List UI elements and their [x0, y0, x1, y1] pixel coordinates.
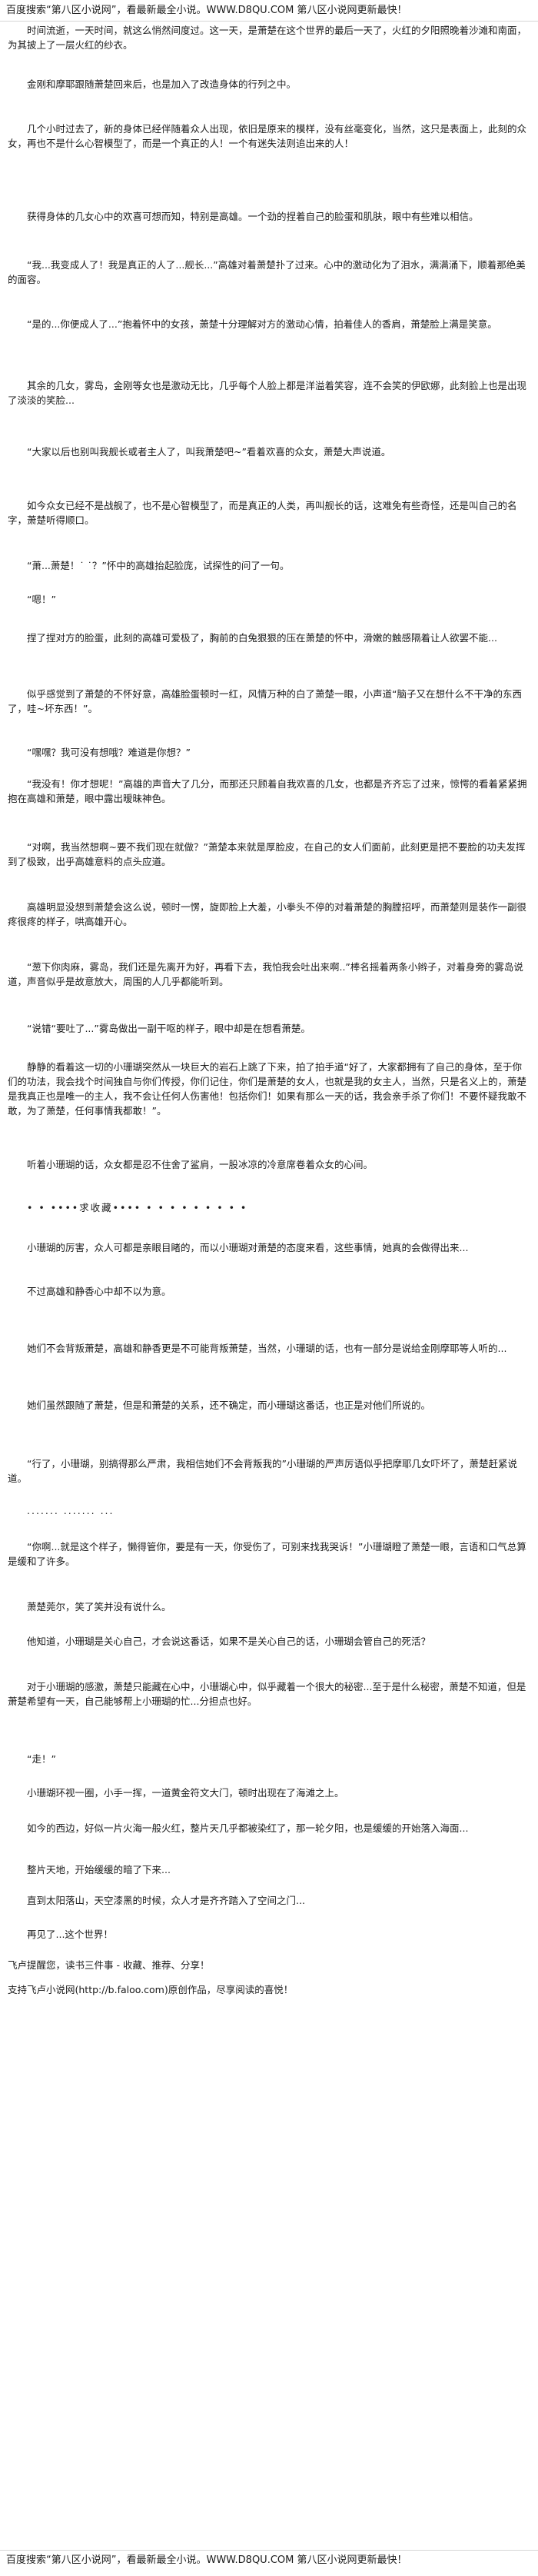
chapter-paragraph: 萧楚莞尔，笑了笑并没有说什么。	[27, 1601, 171, 1612]
chapter-paragraph: “葱下你肉麻，雾岛，我们还是先离开为好，再看下去，我怕我会吐出来啊..”棒名摇着…	[8, 961, 523, 987]
chapter-paragraph: “嗯！”	[27, 594, 56, 605]
chapter-paragraph: “大家以后也别叫我舰长或者主人了，叫我萧楚吧~”看着欢喜的众女，萧楚大声说道。	[27, 446, 391, 458]
chapter-paragraph: “我...我变成人了！我是真正的人了...舰长...”高雄对着萧楚扑了过来。心中…	[8, 259, 526, 285]
chapter-paragraph: 静静的看着这一切的小珊瑚突然从一块巨大的岩石上跳了下来，拍了拍手道“好了，大家都…	[8, 1061, 527, 1117]
chapter-paragraph: ....... ....... ...	[27, 1505, 115, 1516]
chapter-paragraph: “我没有！你才想呢！”高雄的声音大了几分，而那还只顾着自我欢喜的几女，也都是齐齐…	[8, 778, 527, 804]
chapter-paragraph: 获得身体的几女心中的欢喜可想而知，特别是高雄。一个劲的捏着自己的脸蛋和肌肤，眼中…	[27, 211, 479, 222]
chapter-paragraph: “说错“要吐了...”雾岛做出一副干呕的样子，眼中却是在想看萧楚。	[27, 1023, 311, 1034]
chapter-body: 时间流逝，一天时间，就这么悄然间度过。这一天，是萧楚在这个世界的最后一天了，火红…	[0, 23, 538, 2547]
chapter-paragraph: “是的...你便成人了...”抱着怀中的女孩，萧楚十分理解对方的激动心情，拍着佳…	[27, 318, 497, 330]
chapter-paragraph: 捏了捏对方的脸蛋，此刻的高雄可爱极了，胸前的白兔狠狠的压在萧楚的怀中，滑嫩的触感…	[27, 632, 497, 644]
site-header-banner: 百度搜索“第八区小说网”，看最新最全小说。WWW.D8QU.COM 第八区小说网…	[6, 5, 407, 16]
chapter-paragraph: 高雄明显没想到萧楚会这么说，顿时一愣，旋即脸上大羞，小拳头不停的对着萧楚的胸膛招…	[8, 901, 527, 927]
chapter-paragraph: “嘿嘿？我可没有想哦？难道是你想？”	[27, 747, 191, 758]
chapter-paragraph: 时间流逝，一天时间，就这么悄然间度过。这一天，是萧楚在这个世界的最后一天了，火红…	[8, 25, 527, 51]
chapter-paragraph: “你啊...就是这个样子，懒得管你，要是有一天，你受伤了，可别来找我哭诉！”小珊…	[8, 1541, 526, 1567]
chapter-paragraph: 金刚和摩耶跟随萧楚回来后，也是加入了改造身体的行列之中。	[27, 78, 297, 90]
chapter-paragraph: 如今众女已经不是战舰了，也不是心智模型了，而是真正的人类，再叫舰长的话，这难免有…	[8, 500, 517, 526]
chapter-paragraph: 直到太阳落山，天空漆黑的时候，众人才是齐齐踏入了空间之门...	[27, 1895, 305, 1906]
chapter-paragraph: “对啊，我当然想啊~要不我们现在就做？”萧楚本来就是厚脸皮，在自己的女人们面前，…	[8, 841, 526, 867]
chapter-paragraph: 她们虽然跟随了萧楚，但是和萧楚的关系，还不确定，而小珊瑚这番话，也正是对他们所说…	[27, 1399, 431, 1411]
chapter-paragraph: 似乎感觉到了萧楚的不怀好意，高雄脸蛋顿时一红，风情万种的白了萧楚一眼，小声道“脑…	[8, 688, 522, 714]
chapter-paragraph: “萧...萧楚！˙ ˙？”怀中的高雄抬起脸庞，试探性的问了一句。	[27, 560, 290, 571]
footer-divider	[0, 2550, 538, 2551]
chapter-paragraph: 再见了...这个世界！	[27, 1929, 113, 1940]
chapter-paragraph: 不过高雄和静香心中却不以为意。	[27, 1286, 171, 1297]
chapter-paragraph: 小珊瑚的厉害，众人可都是亲眼目睹的，而以小珊瑚对萧楚的态度来看，这些事情，她真的…	[27, 1242, 469, 1253]
site-footer-banner: 百度搜索“第八区小说网”，看最新最全小说。WWW.D8QU.COM 第八区小说网…	[6, 2554, 407, 2566]
chapter-paragraph: 飞卢提醒您，读书三件事 - 收藏、推荐、分享！	[8, 1959, 210, 1971]
chapter-paragraph: 其余的几女，雾岛，金刚等女也是激动无比，几乎每个人脸上都是洋溢着笑容，连不会笑的…	[8, 380, 527, 406]
chapter-paragraph: • • ••••求收藏•••• • • • • • • • • •	[27, 1202, 248, 1213]
chapter-paragraph: 如今的西边，好似一片火海一般火红，整片天几乎都被染红了，那一轮夕阳，也是缓缓的开…	[27, 1822, 469, 1834]
chapter-paragraph: 几个小时过去了，新的身体已经伴随着众人出现，依旧是原来的模样，没有丝毫变化，当然…	[8, 123, 527, 149]
chapter-paragraph: 整片天地，开始缓缓的暗了下来...	[27, 1864, 171, 1875]
chapter-paragraph: “行了，小珊瑚，别搞得那么严肃，我相信她们不会背叛我的”小珊瑚的严声厉语似乎把摩…	[8, 1458, 517, 1484]
chapter-paragraph: “走！”	[27, 1753, 56, 1765]
header-divider	[0, 21, 538, 22]
chapter-paragraph: 支持飞卢小说网(http://b.faloo.com)原创作品，尽享阅读的喜悦！	[8, 1984, 294, 1995]
chapter-paragraph: 对于小珊瑚的感激，萧楚只能藏在心中，小珊瑚心中，似乎藏着一个很大的秘密...至于…	[8, 1681, 526, 1707]
chapter-paragraph: 听着小珊瑚的话，众女都是忍不住舍了鲨肩，一股冰凉的冷意席卷着众女的心间。	[27, 1159, 374, 1170]
chapter-paragraph: 她们不会背叛萧楚，高雄和静香更是不可能背叛萧楚，当然，小珊瑚的话，也有一部分是说…	[27, 1343, 507, 1354]
chapter-paragraph: 小珊瑚环视一圈，小手一挥，一道黄金符文大门，顿时出现在了海滩之上。	[27, 1787, 344, 1799]
chapter-paragraph: 他知道，小珊瑚是关心自己，才会说这番话，如果不是关心自己的话，小珊瑚会管自己的死…	[27, 1636, 431, 1647]
